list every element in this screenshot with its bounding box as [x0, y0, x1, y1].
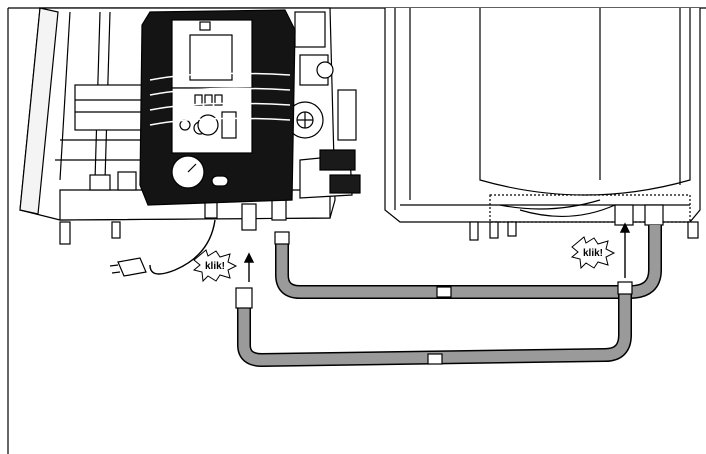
control-panel — [139, 9, 296, 206]
lower-hose-clip — [427, 353, 443, 365]
lower-hose-fitting-right — [617, 281, 633, 295]
click-label-left: klik! — [205, 261, 225, 272]
burst-icon-right — [570, 236, 616, 270]
arrow-up-icon — [243, 252, 255, 282]
pressure-gauge-icon — [171, 155, 229, 189]
power-plug-icon — [109, 257, 147, 277]
storage-tank — [384, 8, 701, 241]
arrow-up-icon-right — [619, 222, 631, 278]
upper-hose-clip — [436, 286, 452, 298]
click-label-right: klik! — [583, 248, 603, 259]
upper-hose-fitting — [274, 231, 290, 245]
lower-hose-fitting — [235, 287, 253, 309]
power-cable — [149, 219, 216, 275]
burst-icon-left — [192, 249, 238, 283]
upper-hose — [275, 225, 662, 299]
